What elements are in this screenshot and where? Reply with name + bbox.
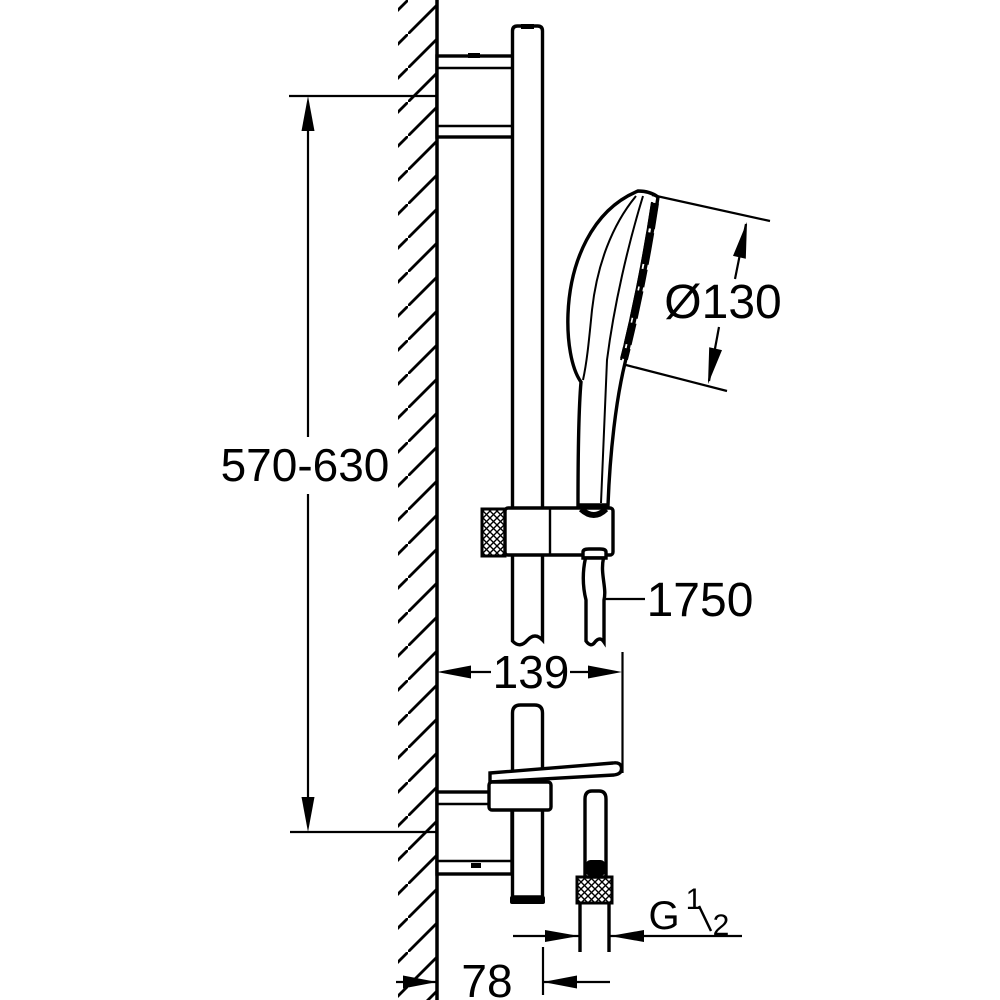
dimension-label-head-diameter: Ø130 bbox=[664, 276, 781, 329]
holder-knurled-knob bbox=[480, 507, 507, 558]
dimension-thread: G 1 2 bbox=[513, 883, 742, 942]
tray-base-block bbox=[487, 780, 553, 812]
slide-rail-upper bbox=[510, 24, 545, 647]
shower-holder bbox=[480, 506, 615, 558]
shower-hose-upper bbox=[581, 547, 608, 648]
hose-cone-band bbox=[585, 860, 606, 876]
thread-label-numerator: 1 bbox=[686, 883, 703, 916]
dimension-hose-length: 1750 bbox=[605, 574, 753, 627]
mount-detail-tick bbox=[468, 53, 480, 58]
knurled-union-nut bbox=[575, 875, 614, 905]
rail-end-cap bbox=[510, 896, 545, 904]
mount-detail-tick bbox=[471, 863, 481, 868]
rail-top-tick bbox=[521, 24, 534, 29]
hose-end-tube bbox=[583, 789, 608, 879]
handle-front-line bbox=[600, 195, 644, 504]
thread-label-denominator: 2 bbox=[713, 909, 730, 942]
wall-section bbox=[398, 0, 439, 1000]
dimension-reach: 139 bbox=[437, 646, 624, 773]
dimension-label-rail-height: 570-630 bbox=[221, 439, 390, 491]
hand-shower-body bbox=[566, 189, 660, 507]
top-wall-mount bbox=[435, 53, 515, 139]
hose-collar bbox=[581, 547, 608, 560]
dimension-head-diameter: Ø130 bbox=[625, 193, 782, 393]
dimension-label-hose-length: 1750 bbox=[647, 574, 754, 627]
back-shell-seam bbox=[582, 195, 637, 381]
hose-end-fitting bbox=[575, 789, 614, 952]
thread-fraction-slash bbox=[697, 905, 713, 932]
dimension-label-wall-offset: 78 bbox=[461, 955, 512, 1000]
hand-shower bbox=[566, 189, 660, 507]
wall-hatch bbox=[398, 0, 437, 1000]
dimension-label-reach: 139 bbox=[493, 646, 570, 698]
holder-body bbox=[503, 506, 615, 557]
dimension-rail-height: 570-630 bbox=[221, 94, 437, 834]
spray-face-nozzle-strip bbox=[620, 202, 659, 360]
hose-tube bbox=[581, 556, 607, 648]
handle-socket bbox=[578, 506, 609, 518]
dimension-wall-offset: 78 bbox=[396, 947, 610, 1000]
thread-label-prefix: G bbox=[648, 894, 679, 938]
tray-shelf bbox=[488, 761, 624, 784]
